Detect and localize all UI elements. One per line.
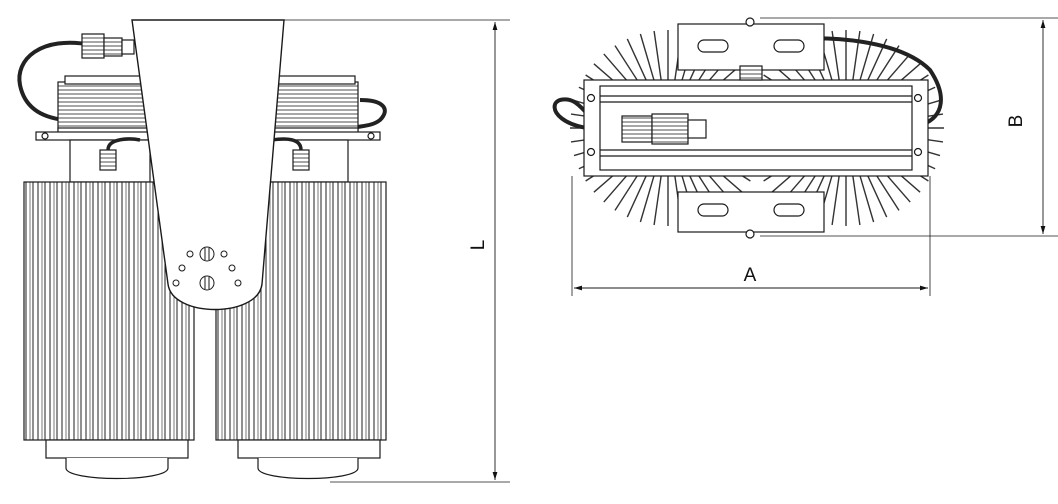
- dimension-label-b: B: [1006, 115, 1027, 128]
- yoke-holes: [172, 246, 242, 291]
- dimension-label-l: L: [468, 240, 489, 251]
- radial-fin: [858, 173, 875, 223]
- radial-fin: [865, 171, 888, 218]
- front-view: [17, 19, 510, 483]
- cable-connector: [81, 33, 135, 59]
- lens-left: [65, 458, 169, 480]
- top-connector: [621, 115, 653, 143]
- radial-fin: [626, 171, 649, 218]
- dimension-label-a: A: [744, 265, 757, 286]
- radial-fin: [639, 173, 656, 223]
- radial-fin: [626, 38, 649, 85]
- radial-fin: [653, 30, 662, 81]
- cable-left: [17, 40, 93, 122]
- top-view: [552, 17, 1058, 296]
- mounting-yoke: [131, 19, 285, 311]
- radial-fin: [852, 175, 861, 226]
- radial-fin: [639, 33, 656, 83]
- radial-fin: [852, 30, 861, 81]
- radial-fin: [653, 175, 662, 226]
- radial-fin: [831, 175, 840, 226]
- lens-right: [257, 458, 359, 480]
